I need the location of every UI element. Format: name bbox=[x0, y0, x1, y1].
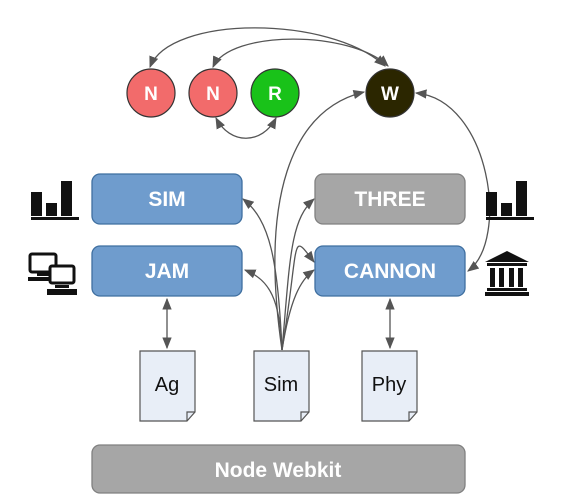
arrow-sim-doc-to-w bbox=[274, 89, 366, 351]
arrow-sim-doc-to-sim bbox=[242, 198, 283, 351]
box-three-rect bbox=[314, 173, 466, 225]
document-ag-shape bbox=[139, 350, 196, 422]
node-r: R bbox=[250, 68, 300, 118]
document-ag-label: Ag bbox=[155, 374, 179, 396]
document-sim: Sim bbox=[253, 350, 310, 422]
box-jam-label: JAM bbox=[145, 260, 189, 283]
box-sim-label: SIM bbox=[148, 188, 185, 211]
arrow-sim-doc-to-jam bbox=[243, 269, 283, 351]
node-r-label: R bbox=[268, 84, 282, 105]
connectors bbox=[149, 27, 491, 351]
document-sim-shape bbox=[253, 350, 310, 422]
box-jam-rect bbox=[91, 245, 243, 297]
box-cannon: CANNON bbox=[314, 245, 466, 297]
arrow-sim-doc-to-cannon bbox=[281, 269, 315, 351]
box-node-webkit-rect bbox=[91, 444, 466, 494]
node-n-left-label: N bbox=[144, 84, 158, 105]
box-node-webkit: Node Webkit bbox=[91, 444, 466, 494]
document-ag-fold bbox=[186, 411, 195, 421]
document-sim-label: Sim bbox=[264, 374, 298, 396]
document-phy-fold bbox=[408, 411, 417, 421]
bar-chart-icon bbox=[486, 181, 534, 220]
box-cannon-label: CANNON bbox=[344, 260, 436, 283]
box-cannon-rect bbox=[314, 245, 466, 297]
document-phy-label: Phy bbox=[372, 374, 406, 396]
document-ag: Ag bbox=[139, 350, 196, 422]
bank-icon bbox=[485, 251, 529, 296]
arrow-sim-doc-to-cannon-2 bbox=[281, 245, 315, 351]
node-r-circle bbox=[250, 68, 300, 118]
arrow-n-to-w bbox=[149, 27, 386, 69]
box-three-label: THREE bbox=[354, 188, 425, 211]
box-three: THREE bbox=[314, 173, 466, 225]
arrow-n2-to-w bbox=[212, 38, 389, 69]
computer-network-icon bbox=[28, 252, 77, 295]
node-w-circle bbox=[365, 68, 415, 118]
node-n-middle: N bbox=[188, 68, 238, 118]
node-n-middle-label: N bbox=[206, 84, 220, 105]
arrow-w-to-cannon bbox=[414, 89, 491, 272]
arrow-sim-doc-to-three bbox=[281, 198, 315, 351]
box-jam: JAM bbox=[91, 245, 243, 297]
document-sim-fold bbox=[300, 411, 309, 421]
document-phy: Phy bbox=[361, 350, 418, 422]
node-n-middle-circle bbox=[188, 68, 238, 118]
bar-chart-icon bbox=[31, 181, 79, 220]
node-w: W bbox=[365, 68, 415, 118]
box-node-webkit-label: Node Webkit bbox=[215, 459, 342, 482]
box-sim-rect bbox=[91, 173, 243, 225]
node-w-label: W bbox=[381, 84, 399, 105]
node-n-left-circle bbox=[126, 68, 176, 118]
node-n-left: N bbox=[126, 68, 176, 118]
document-phy-shape bbox=[361, 350, 418, 422]
arrow-n-to-r bbox=[215, 116, 277, 139]
box-sim: SIM bbox=[91, 173, 243, 225]
